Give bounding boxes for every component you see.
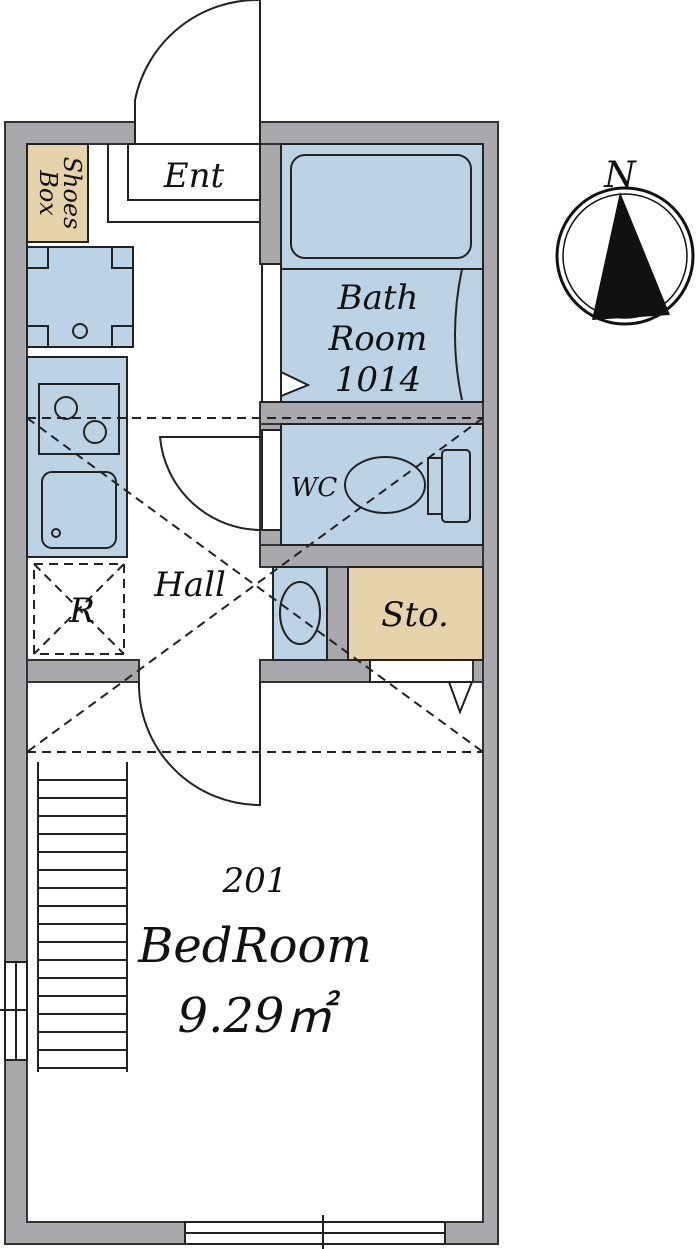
bottom-window: [184, 1215, 446, 1249]
hall-label: Hall: [153, 565, 226, 605]
washbasin: [272, 566, 328, 661]
toilet: [280, 423, 484, 546]
north-compass-icon: [555, 186, 695, 326]
bathroom: [261, 143, 484, 403]
wc-label: WC: [291, 473, 338, 503]
bedroom-door: [137, 681, 261, 807]
bedroom-wall: [26, 659, 140, 683]
shoes-box-label-2: Box: [34, 169, 62, 216]
bath-label-1: Bath: [337, 278, 419, 318]
loft-ladder: [37, 762, 128, 1072]
shoes-box-label-1: Shoes: [58, 157, 86, 230]
washing-machine: [26, 246, 134, 348]
storage: [347, 566, 484, 661]
bedroom-area: 9.29㎡: [178, 988, 342, 1044]
entrance-door: [134, 0, 261, 144]
shoes-box: [26, 143, 89, 243]
bedroom-label: BedRoom: [137, 918, 372, 974]
refrigerator-space: [33, 563, 125, 655]
left-window: [0, 961, 28, 1061]
bath-wall: [259, 143, 282, 265]
loft-outline: [26, 417, 484, 753]
compass-north-label: N: [603, 155, 637, 196]
unit-number: 201: [222, 861, 288, 901]
refrigerator-label: R: [68, 591, 95, 631]
entrance-label: Ent: [163, 156, 225, 196]
storage-label: Sto.: [381, 595, 449, 635]
kitchen-counter: [26, 356, 128, 558]
bath-label-3: 1014: [335, 360, 422, 400]
entrance-step: [127, 143, 261, 201]
bath-label-2: Room: [328, 319, 428, 359]
